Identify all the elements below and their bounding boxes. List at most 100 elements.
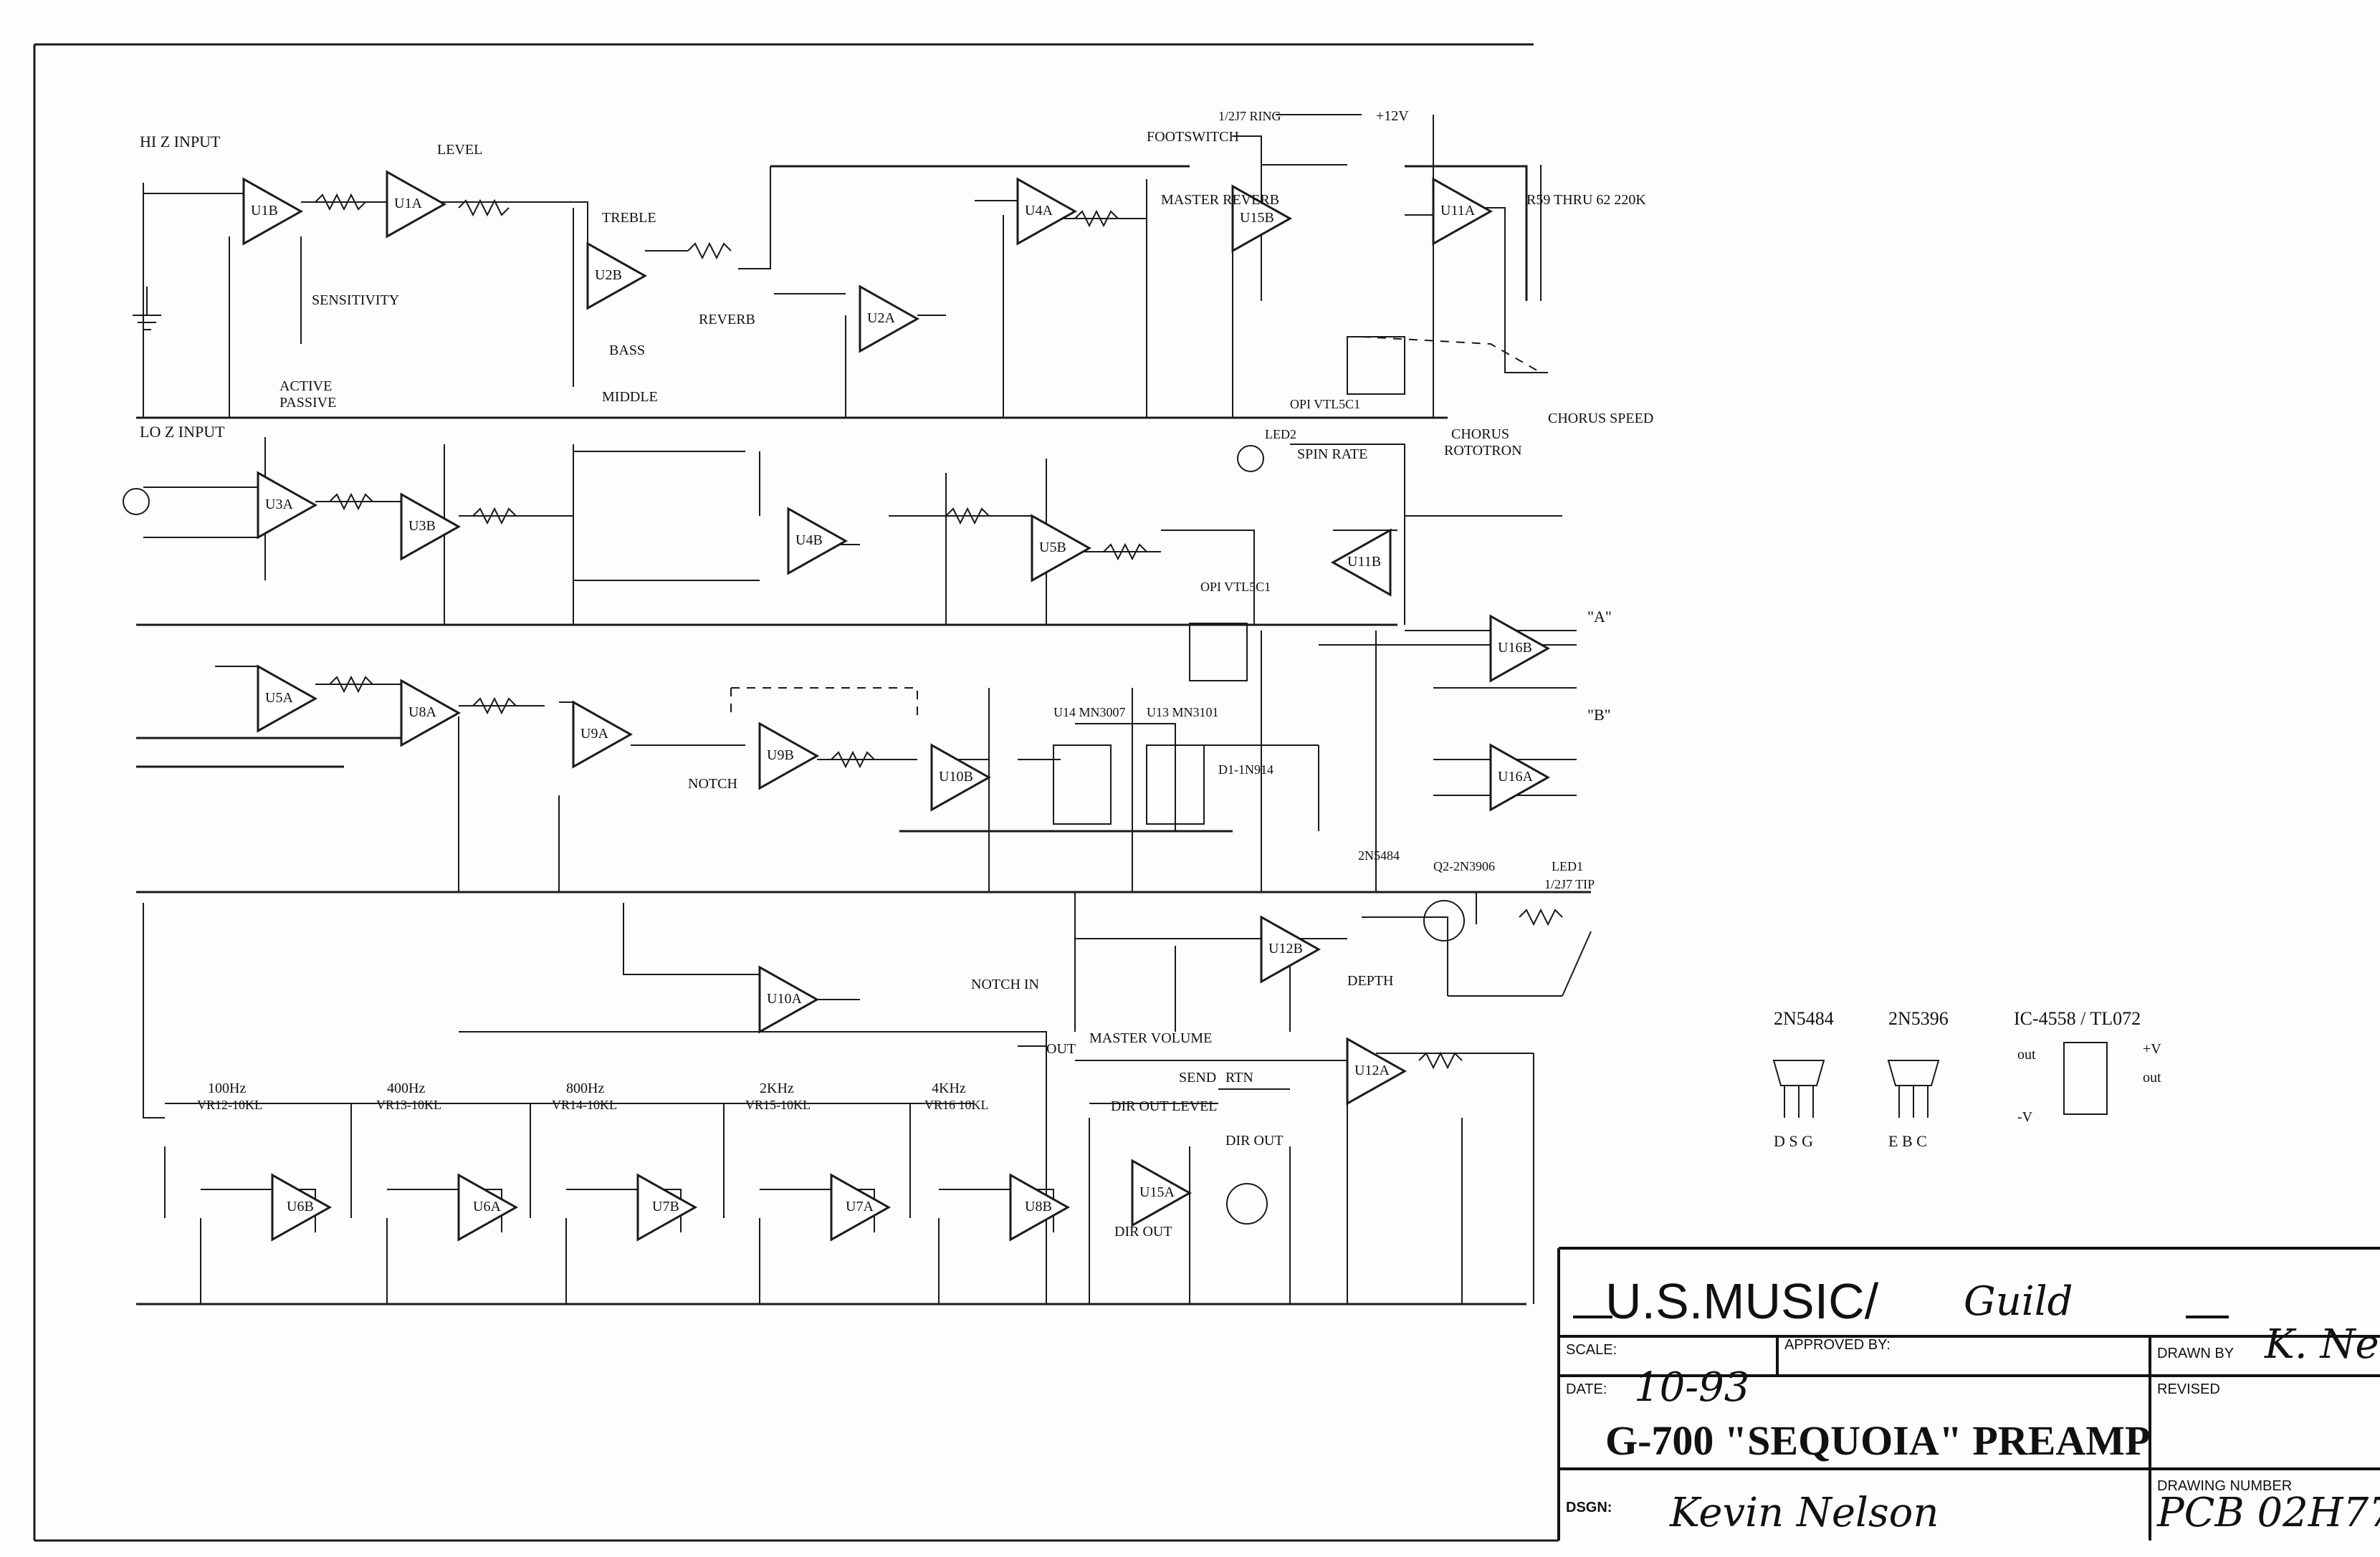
rototron-label: ROTOTRON <box>1444 443 1522 459</box>
chip-mn3007 <box>1053 744 1112 825</box>
legend-pins-dsg: D S G <box>1774 1132 1813 1150</box>
point-b-label: "B" <box>1587 706 1611 724</box>
legend-ic: IC-4558 / TL072 <box>2014 1008 2141 1029</box>
opamp-label: U2A <box>867 310 895 326</box>
row4-wiring <box>717 892 1592 1032</box>
transistor-outline-icon <box>1772 1060 1825 1118</box>
tip-label: 1/2J7 TIP <box>1544 877 1595 891</box>
resistor-symbols <box>315 193 1563 1070</box>
drawing-title: G-700 "SEQUOIA" PREAMP <box>1605 1417 2150 1464</box>
opamp-label: U12A <box>1354 1063 1390 1078</box>
opamp-label: U4A <box>1025 203 1053 219</box>
send-label: SEND <box>1179 1070 1216 1086</box>
out-label: OUT <box>1046 1041 1076 1057</box>
opamp-label: U9A <box>580 726 608 742</box>
ring-label: 1/2J7 RING <box>1218 109 1281 123</box>
optocoupler-opi <box>1347 336 1405 395</box>
chorus-link <box>1361 336 1542 373</box>
scale-label: SCALE: <box>1566 1342 1617 1358</box>
legend-out-2: out <box>2143 1070 2161 1086</box>
notch-label: NOTCH <box>688 776 737 792</box>
date-label: DATE: <box>1566 1381 1607 1397</box>
legend-minus-v: -V <box>2017 1109 2033 1125</box>
brand-name: U.S.MUSIC/ <box>1605 1273 1879 1329</box>
legend-2n5484: 2N5484 <box>1774 1008 1834 1029</box>
chorus-label: CHORUS <box>1451 426 1509 442</box>
sheet-border <box>33 43 1559 1542</box>
sensitivity-label: SENSITIVITY <box>312 292 399 308</box>
q1-label: 2N5484 <box>1358 848 1400 863</box>
revised-label: REVISED <box>2157 1381 2220 1397</box>
vr15-label: VR15-10KL <box>745 1098 811 1112</box>
opamp-symbols <box>242 170 1551 1242</box>
hiz-input-label: HI Z INPUT <box>140 133 221 150</box>
master-volume-label: MASTER VOLUME <box>1089 1030 1212 1046</box>
notch-link <box>730 687 918 717</box>
opamp-label: U12B <box>1268 941 1303 957</box>
brand-script: Guild <box>1964 1278 2073 1325</box>
eq-4khz-label: 4KHz <box>932 1081 966 1096</box>
footswitch-label: FOOTSWITCH <box>1147 129 1239 145</box>
signal-rails <box>136 165 1591 1306</box>
transistor-outline-icon-2 <box>1887 1060 1940 1118</box>
vr16-label: VR16 10KL <box>924 1098 989 1112</box>
supply-12v-label: +12V <box>1376 108 1409 124</box>
opamp-label: U3A <box>265 497 293 512</box>
middle-label: MIDDLE <box>602 389 658 405</box>
reverb-label: REVERB <box>699 312 755 327</box>
opamp-labels: U1B U1A U2B U2A U4A U15B U11A U3A U3B U4… <box>251 196 1533 1215</box>
eq-labels: 100Hz VR12-10KL 400Hz VR13-10KL 800Hz VR… <box>197 1081 989 1112</box>
depth-label: DEPTH <box>1347 973 1393 989</box>
row1-wiring <box>143 114 1548 418</box>
transistor-q2-icon <box>1423 900 1465 942</box>
vr13-label: VR13-10KL <box>376 1098 441 1112</box>
drawn-by-value: K. Nelson <box>2264 1321 2380 1368</box>
d1-label: D1-1N914 <box>1218 762 1273 777</box>
opamp-label: U7A <box>846 1199 874 1215</box>
loz-input-label: LO Z INPUT <box>140 423 225 441</box>
opamp-label: U1A <box>394 196 422 211</box>
dir-out-label: DIR OUT <box>1225 1133 1284 1149</box>
opamp-label: U15B <box>1240 210 1274 226</box>
opi-label-2: OPI VTL5C1 <box>1200 580 1271 594</box>
ic-outline-icon <box>2063 1042 2108 1115</box>
dsgn-label: DSGN: <box>1566 1500 1612 1515</box>
passive-label: PASSIVE <box>279 395 336 411</box>
led1-label: LED1 <box>1552 859 1583 873</box>
opamp-label: U6B <box>287 1199 314 1215</box>
opamp-label: U8A <box>408 704 436 720</box>
notch-in-label: NOTCH IN <box>971 977 1039 992</box>
point-a-label: "A" <box>1587 608 1612 626</box>
opamp-label: U16B <box>1498 640 1532 656</box>
opi-label: OPI VTL5C1 <box>1290 397 1360 411</box>
row2-wiring <box>143 437 1562 625</box>
opamp-label: U1B <box>251 203 278 219</box>
xlr-jack-icon <box>1226 1183 1268 1225</box>
chorus-speed-label: CHORUS SPEED <box>1548 411 1653 426</box>
date-value: 10-93 <box>1634 1364 1749 1411</box>
mn3101-label: U13 MN3101 <box>1147 705 1219 719</box>
master-reverb-label: MASTER REVERB <box>1161 192 1279 208</box>
opamp-label: U2B <box>595 267 622 283</box>
drawing-number-value: PCB 02H77 <box>2156 1490 2380 1536</box>
opamp-label: U10A <box>767 991 802 1007</box>
opamp-label: U9B <box>767 747 794 763</box>
dsgn-value: Kevin Nelson <box>1669 1490 1939 1536</box>
ground-icon <box>133 287 161 330</box>
opamp-label: U3B <box>408 518 436 534</box>
eq-2khz-label: 2KHz <box>760 1081 794 1096</box>
opamp-label: U7B <box>652 1199 679 1215</box>
level-label: LEVEL <box>437 142 482 158</box>
eq-wiring <box>143 903 1054 1304</box>
opamp-label: U5B <box>1039 540 1066 555</box>
legend-out: out <box>2017 1047 2036 1063</box>
legend-plus-v: +V <box>2143 1041 2161 1057</box>
eq-800hz-label: 800Hz <box>566 1081 604 1096</box>
mn3007-label: U14 MN3007 <box>1053 705 1126 719</box>
opamp-label: U11B <box>1347 554 1381 570</box>
treble-label: TREBLE <box>602 210 656 226</box>
opamp-label: U4B <box>795 532 823 548</box>
title-block: U.S.MUSIC/ Guild SCALE: APPROVED BY: DRA… <box>1557 1247 2380 1541</box>
